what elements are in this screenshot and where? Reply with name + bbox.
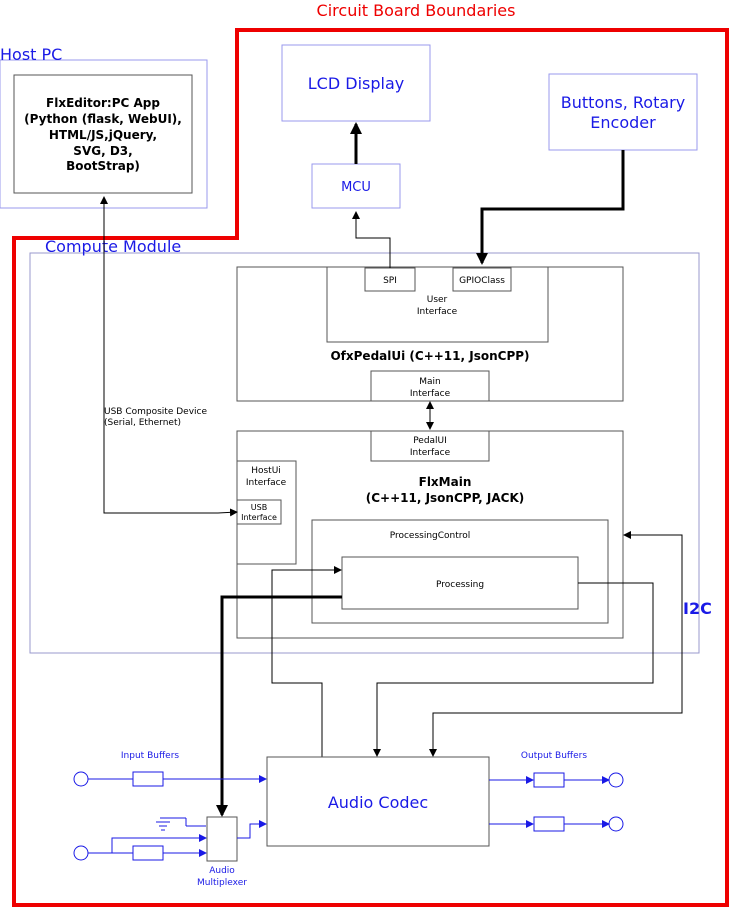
- output-buffer-1: [533, 772, 565, 788]
- usb-composite-line-2: (Serial, Ethernet): [104, 418, 181, 428]
- usb-interface-line-1: USB: [251, 503, 267, 512]
- buttons-to-gpio-connector: [476, 150, 625, 265]
- hostui-interface-line-2: Interface: [246, 478, 287, 488]
- host-pc-title: Host PC: [0, 45, 62, 64]
- compute-module-box: [29, 252, 700, 654]
- usb-composite-line-1: USB Composite Device: [104, 407, 207, 417]
- flxeditor-line-5: BootStrap): [66, 159, 140, 173]
- processing-control-label: ProcessingControl: [390, 531, 471, 541]
- audio-multiplexer-line-2: Multiplexer: [197, 878, 247, 888]
- audio-multiplexer-box: [206, 816, 238, 862]
- user-interface-line-2: Interface: [417, 307, 458, 317]
- flxeditor-line-3: HTML/JS,jQuery,: [49, 128, 157, 142]
- flxeditor-line-1: FlxEditor:PC App: [46, 96, 160, 110]
- output-jack-2: [608, 816, 624, 832]
- input-jack-1: [73, 771, 89, 787]
- flxmain-line-2: (C++11, JsonCPP, JACK): [366, 491, 525, 505]
- flxmain-line-1: FlxMain: [419, 475, 472, 489]
- input-buffer-1: [132, 771, 164, 787]
- buttons-encoder-line-1: Buttons, Rotary: [561, 93, 685, 112]
- audio-codec-label: Audio Codec: [328, 793, 428, 812]
- usb-interface-line-2: Interface: [241, 513, 277, 522]
- input-2-bypass: [111, 834, 207, 853]
- output-buffers-label: Output Buffers: [521, 751, 587, 761]
- lcd-display-label: LCD Display: [308, 74, 404, 93]
- mcu-label: MCU: [341, 180, 371, 195]
- user-interface-line-1: User: [427, 295, 448, 305]
- circuit-board-title: Circuit Board Boundaries: [317, 1, 516, 20]
- codec-to-processing-connector: [271, 566, 342, 757]
- gpio-class-label: GPIOClass: [459, 276, 505, 286]
- pedalui-title: OfxPedalUi (C++11, JsonCPP): [330, 349, 529, 363]
- i2c-connector: [429, 531, 683, 757]
- audio-multiplexer-line-1: Audio: [209, 866, 235, 876]
- pedalui-interface-line-1: PedalUI: [413, 436, 447, 446]
- hostui-interface-line-1: HostUi: [251, 466, 281, 476]
- pedalui-interface-line-2: Interface: [410, 448, 451, 458]
- ground-icon: [156, 817, 206, 831]
- spi-to-mcu-connector: [352, 211, 391, 268]
- lcd-display-box: [281, 44, 431, 122]
- flxeditor-app-box: [13, 74, 193, 194]
- user-interface-box: [326, 266, 549, 343]
- pedalui-interface-box: [370, 430, 490, 462]
- i2c-label: I2C: [683, 599, 712, 618]
- gpio-class-box: [452, 267, 512, 292]
- flxeditor-line-2: (Python (flask, WebUI),: [24, 112, 182, 126]
- usb-interface-box: [236, 499, 282, 525]
- processing-label: Processing: [436, 580, 484, 590]
- main-interface-line-2: Interface: [410, 389, 451, 399]
- host-usb-connector: [100, 196, 238, 517]
- input-jack-2: [73, 845, 89, 861]
- spi-label: SPI: [383, 276, 397, 286]
- main-interface-line-1: Main: [419, 377, 441, 387]
- input-buffer-2: [132, 845, 164, 861]
- buttons-encoder-box: [548, 73, 698, 151]
- output-buffer-2: [533, 816, 565, 832]
- buttons-encoder-line-2: Encoder: [590, 113, 656, 132]
- flxeditor-line-4: SVG, D3,: [73, 144, 132, 158]
- input-buffers-label: Input Buffers: [121, 751, 179, 761]
- audio-codec-box: [266, 756, 490, 847]
- output-jack-1: [608, 772, 624, 788]
- processing-to-mux-connector: [216, 595, 342, 817]
- compute-module-title: Compute Module: [45, 237, 181, 256]
- mux-to-codec: [237, 820, 267, 839]
